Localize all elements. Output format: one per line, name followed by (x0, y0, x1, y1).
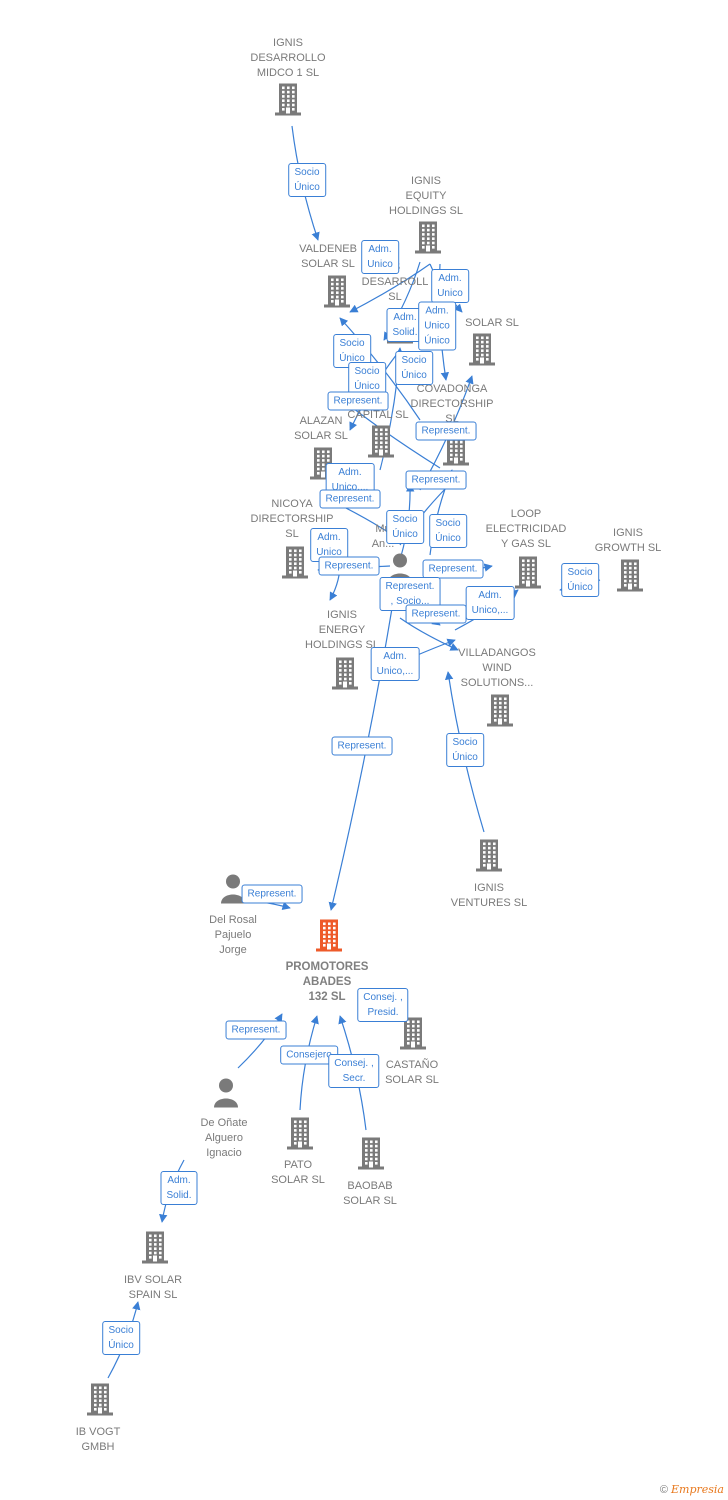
relation-tag[interactable]: Represent. (422, 559, 484, 579)
relation-tag[interactable]: Consejero (280, 1045, 338, 1065)
footer: © Empresia (660, 1483, 724, 1496)
company-building-icon[interactable] (514, 556, 542, 595)
relation-tag[interactable]: Adm. Unico (310, 528, 348, 562)
company-building-icon[interactable] (399, 1017, 427, 1056)
company-building-icon[interactable] (281, 546, 309, 585)
node-label-ib-vogt[interactable]: IB VOGT GMBH (75, 1426, 121, 1453)
node-label-alazan[interactable]: ALAZAN SOLAR SL (294, 415, 348, 442)
node-label-ignis-midco[interactable]: IGNIS DESARROLLO MIDCO 1 SL (250, 37, 326, 79)
relation-tag[interactable]: Represent. (405, 470, 467, 490)
relation-tag[interactable]: Represent. (241, 884, 303, 904)
main-company-building-icon[interactable] (315, 919, 343, 958)
relation-tag[interactable]: Socio Único (102, 1321, 140, 1355)
node-label-del-rosal[interactable]: Del Rosal Pajuelo Jorge (209, 914, 257, 956)
node-label-pato[interactable]: PATO SOLAR SL (271, 1159, 325, 1186)
relation-tag[interactable]: Consej. , Presid. (357, 988, 409, 1022)
node-label-ignis-growth[interactable]: IGNIS GROWTH SL (594, 527, 662, 554)
relation-tag[interactable]: Socio Único (446, 733, 484, 767)
node-label-ibv-solar[interactable]: IBV SOLAR SPAIN SL (123, 1274, 183, 1301)
relation-tag[interactable]: Represent. (405, 604, 467, 624)
relation-tag[interactable]: Socio Único (288, 163, 326, 197)
relation-tag[interactable]: Consej. , Secr. (328, 1054, 380, 1088)
person-person-icon[interactable] (212, 1077, 240, 1114)
relation-tag[interactable]: Represent. (225, 1020, 287, 1040)
relation-tag[interactable]: Represent. (319, 489, 381, 509)
node-label-villadangos[interactable]: VILLADANGOS WIND SOLUTIONS... (458, 647, 536, 689)
relation-tag[interactable]: Represent. (331, 736, 393, 756)
person-person-icon[interactable] (219, 873, 247, 910)
relation-tag[interactable]: Socio Único (429, 514, 467, 548)
copyright-symbol: © (659, 1484, 668, 1496)
node-label-ignis-equity[interactable]: IGNIS EQUITY HOLDINGS SL (389, 175, 463, 217)
company-building-icon[interactable] (414, 221, 442, 260)
node-label-covadonga[interactable]: COVADONGA DIRECTORSHIP SL (410, 383, 494, 425)
node-label-castano[interactable]: CASTAÑO SOLAR SL (385, 1059, 439, 1086)
node-label-nicoya[interactable]: NICOYA DIRECTORSHIP SL (250, 498, 334, 540)
relation-tag[interactable]: Adm. Unico (361, 240, 399, 274)
relation-tag[interactable]: Adm. Solid. (160, 1171, 198, 1205)
company-building-icon[interactable] (468, 333, 496, 372)
company-building-icon[interactable] (367, 425, 395, 464)
relation-tag[interactable]: Represent. (327, 391, 389, 411)
relation-tag[interactable]: Represent. (415, 421, 477, 441)
relation-tag[interactable]: Adm. Unico (431, 269, 469, 303)
relation-edge (399, 617, 459, 651)
company-building-icon[interactable] (331, 657, 359, 696)
relation-tag[interactable]: Represent. (318, 556, 380, 576)
relation-tag[interactable]: Adm. Unico Único (418, 301, 456, 351)
company-building-icon[interactable] (475, 839, 503, 878)
company-building-icon[interactable] (357, 1137, 385, 1176)
company-building-icon[interactable] (286, 1117, 314, 1156)
brand-logo[interactable]: Empresia (671, 1483, 724, 1496)
node-label-loop[interactable]: LOOP ELECTRICIDAD Y GAS SL (485, 508, 567, 550)
relation-tag[interactable]: Socio Único (386, 510, 424, 544)
company-building-icon[interactable] (616, 559, 644, 598)
node-label-capital[interactable]: CAPITAL SL (347, 409, 409, 421)
node-label-de-onate[interactable]: De Oñate Alguero Ignacio (200, 1117, 248, 1159)
node-label-ignis-ventures[interactable]: IGNIS VENTURES SL (450, 882, 528, 909)
node-label-valdeneb[interactable]: VALDENEB SOLAR SL (299, 243, 357, 270)
node-label-promotores[interactable]: PROMOTORES ABADES 132 SL (285, 961, 369, 1003)
node-label-ignis-energy[interactable]: IGNIS ENERGY HOLDINGS SL (305, 609, 379, 651)
node-label-baobab[interactable]: BAOBAB SOLAR SL (343, 1180, 397, 1207)
relation-tag[interactable]: Socio Único (561, 563, 599, 597)
relation-tag[interactable]: Socio Único (395, 351, 433, 385)
relation-tag[interactable]: Adm. Solid. (386, 308, 424, 342)
company-building-icon[interactable] (141, 1231, 169, 1270)
company-building-icon[interactable] (486, 694, 514, 733)
company-building-icon[interactable] (274, 83, 302, 122)
relation-edge (349, 263, 431, 313)
node-label-solar-sl[interactable]: SOLAR SL (465, 317, 519, 329)
company-building-icon[interactable] (86, 1383, 114, 1422)
company-building-icon[interactable] (323, 275, 351, 314)
relation-tag[interactable]: Adm. Unico,... (370, 647, 420, 681)
relation-tag[interactable]: Adm. Unico,... (465, 586, 515, 620)
relation-edge (237, 1013, 283, 1069)
relation-tag[interactable]: Socio Único (348, 362, 386, 396)
